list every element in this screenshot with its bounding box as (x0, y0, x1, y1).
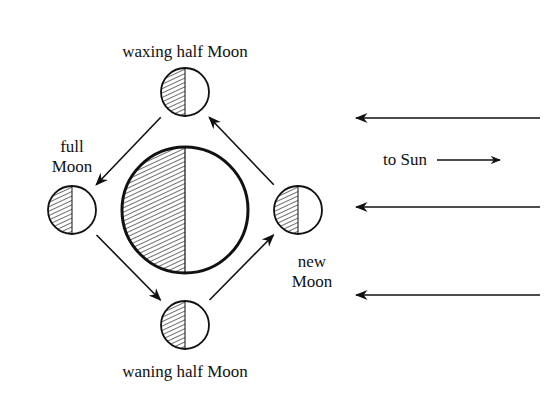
orbit-arrow (96, 117, 161, 184)
earth (122, 147, 248, 273)
moon-disc (273, 185, 323, 235)
orbit-arrow (97, 235, 161, 300)
direction-label: to Sun (383, 150, 427, 169)
moon-label: full Moon (44, 137, 100, 177)
moon-label: waxing half Moon (122, 42, 248, 62)
moon: waxing half Moon (160, 67, 210, 117)
moon-label: waning half Moon (122, 362, 248, 382)
orbit-arrow (210, 235, 274, 300)
sun-label: to Sun (383, 150, 427, 170)
moon-disc (47, 185, 97, 235)
moon-disc (160, 300, 210, 350)
moon-disc (160, 67, 210, 117)
moon: new Moon (273, 185, 323, 235)
orbit-arrow (209, 117, 274, 184)
moon-label: new Moon (284, 252, 340, 292)
moon: full Moon (47, 185, 97, 235)
moon: waning half Moon (160, 300, 210, 350)
sun-rays (356, 118, 540, 295)
